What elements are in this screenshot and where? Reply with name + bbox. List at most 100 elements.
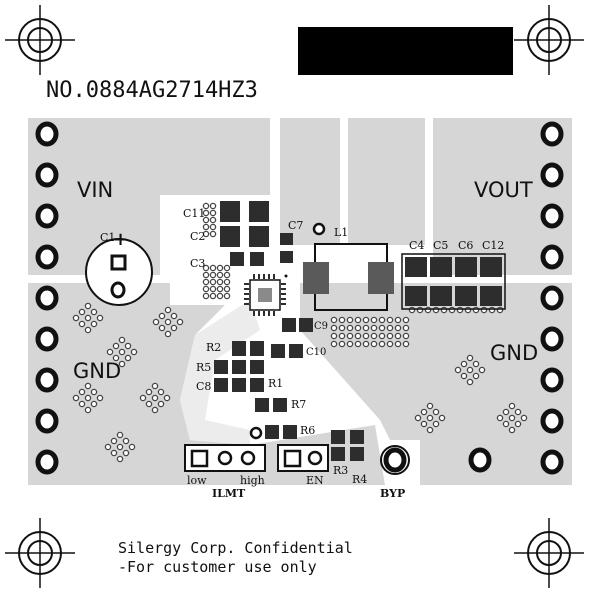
via-clusters — [72, 202, 528, 463]
c5-pad-b — [430, 286, 452, 306]
via-cluster — [128, 443, 136, 451]
output-caps — [405, 257, 502, 306]
c6-pad-b — [455, 286, 477, 306]
via-cluster — [502, 420, 510, 428]
byp-testpoint — [380, 445, 410, 475]
via-left-7 — [35, 367, 59, 393]
c11-pad-a — [220, 201, 240, 222]
c10-capacitor — [271, 344, 303, 358]
via-grid — [202, 202, 210, 210]
via-right-5 — [540, 285, 564, 311]
via-right-3 — [540, 203, 564, 229]
via-cluster — [432, 420, 440, 428]
via-left-5 — [35, 285, 59, 311]
via-cluster — [157, 388, 165, 396]
via-grid — [209, 271, 217, 279]
via-cluster — [466, 378, 474, 386]
vin-label: VIN — [77, 178, 113, 202]
via-right-1 — [540, 121, 564, 147]
r5-resistor — [214, 360, 246, 374]
ilmt-name-label: ILMT — [212, 487, 246, 500]
c6-pad-a — [455, 257, 477, 277]
sense-trace-pour — [180, 300, 260, 445]
via-right-4 — [540, 244, 564, 270]
via-grid — [216, 264, 224, 272]
via-cluster — [508, 402, 516, 410]
via-cluster — [112, 354, 120, 362]
redaction-box — [298, 27, 513, 75]
mounting-hole-bottom-right — [514, 518, 584, 588]
via-grid — [386, 316, 394, 324]
via-grid — [202, 271, 210, 279]
via-grid — [209, 230, 217, 238]
via-cluster — [472, 360, 480, 368]
via-cluster — [130, 348, 138, 356]
via-cluster — [158, 324, 166, 332]
c8-capacitor — [214, 378, 246, 392]
via-grid — [402, 340, 410, 348]
via-cluster — [420, 408, 428, 416]
via-grid — [223, 264, 231, 272]
via-byp — [383, 447, 407, 473]
c3-label: C3 — [190, 257, 205, 270]
via-grid — [440, 306, 448, 314]
byp-label: BYP — [380, 487, 405, 500]
via-cluster — [157, 400, 165, 408]
via-grid — [354, 340, 362, 348]
mounting-hole-bottom-left — [5, 518, 75, 588]
via-grid — [402, 324, 410, 332]
via-grid — [202, 223, 210, 231]
via-grid — [378, 340, 386, 348]
via-cluster — [420, 420, 428, 428]
via-grid — [378, 332, 386, 340]
c12-label: C12 — [482, 239, 504, 252]
via-cluster — [164, 318, 172, 326]
via-cluster — [478, 366, 486, 374]
via-grid — [209, 223, 217, 231]
mounting-hole-top-right — [514, 5, 584, 75]
c10-label: C10 — [306, 347, 326, 358]
c1-capacitor — [85, 238, 153, 306]
via-grid — [472, 306, 480, 314]
r4-label: R4 — [352, 473, 367, 486]
via-grid — [338, 340, 346, 348]
via-grid — [346, 332, 354, 340]
via-grid — [386, 332, 394, 340]
r5-label: R5 — [196, 361, 211, 374]
via-grid — [209, 278, 217, 286]
via-cluster — [104, 443, 112, 451]
via-cluster — [118, 360, 126, 368]
via-cluster — [78, 308, 86, 316]
via-cluster — [116, 431, 124, 439]
via-cluster — [84, 394, 92, 402]
via-cluster — [116, 455, 124, 463]
via-cluster — [151, 406, 159, 414]
via-grid — [202, 292, 210, 300]
via-grid — [362, 316, 370, 324]
r3-label: R3 — [333, 464, 348, 477]
via-cluster — [520, 414, 528, 422]
via-grid — [338, 332, 346, 340]
via-left-2 — [35, 162, 59, 188]
ilmt-header — [184, 444, 266, 472]
c5-label: C5 — [433, 239, 448, 252]
c6-label: C6 — [458, 239, 473, 252]
via-grid — [378, 324, 386, 332]
r1-resistor — [250, 360, 264, 392]
via-cluster — [164, 306, 172, 314]
via-cluster — [84, 382, 92, 390]
r2-label: R2 — [206, 341, 221, 354]
c3-pad-b — [250, 252, 264, 266]
via-grid — [330, 332, 338, 340]
c4-pad-b — [405, 286, 427, 306]
via-grid — [354, 316, 362, 324]
via-cluster — [106, 348, 114, 356]
via-grid — [216, 285, 224, 293]
ilmt-low-label: low — [187, 474, 207, 487]
via-grid — [354, 324, 362, 332]
c7-label: C7 — [288, 219, 303, 232]
via-grid — [330, 316, 338, 324]
via-cluster — [90, 320, 98, 328]
via-grid — [223, 278, 231, 286]
via-cluster — [72, 314, 80, 322]
